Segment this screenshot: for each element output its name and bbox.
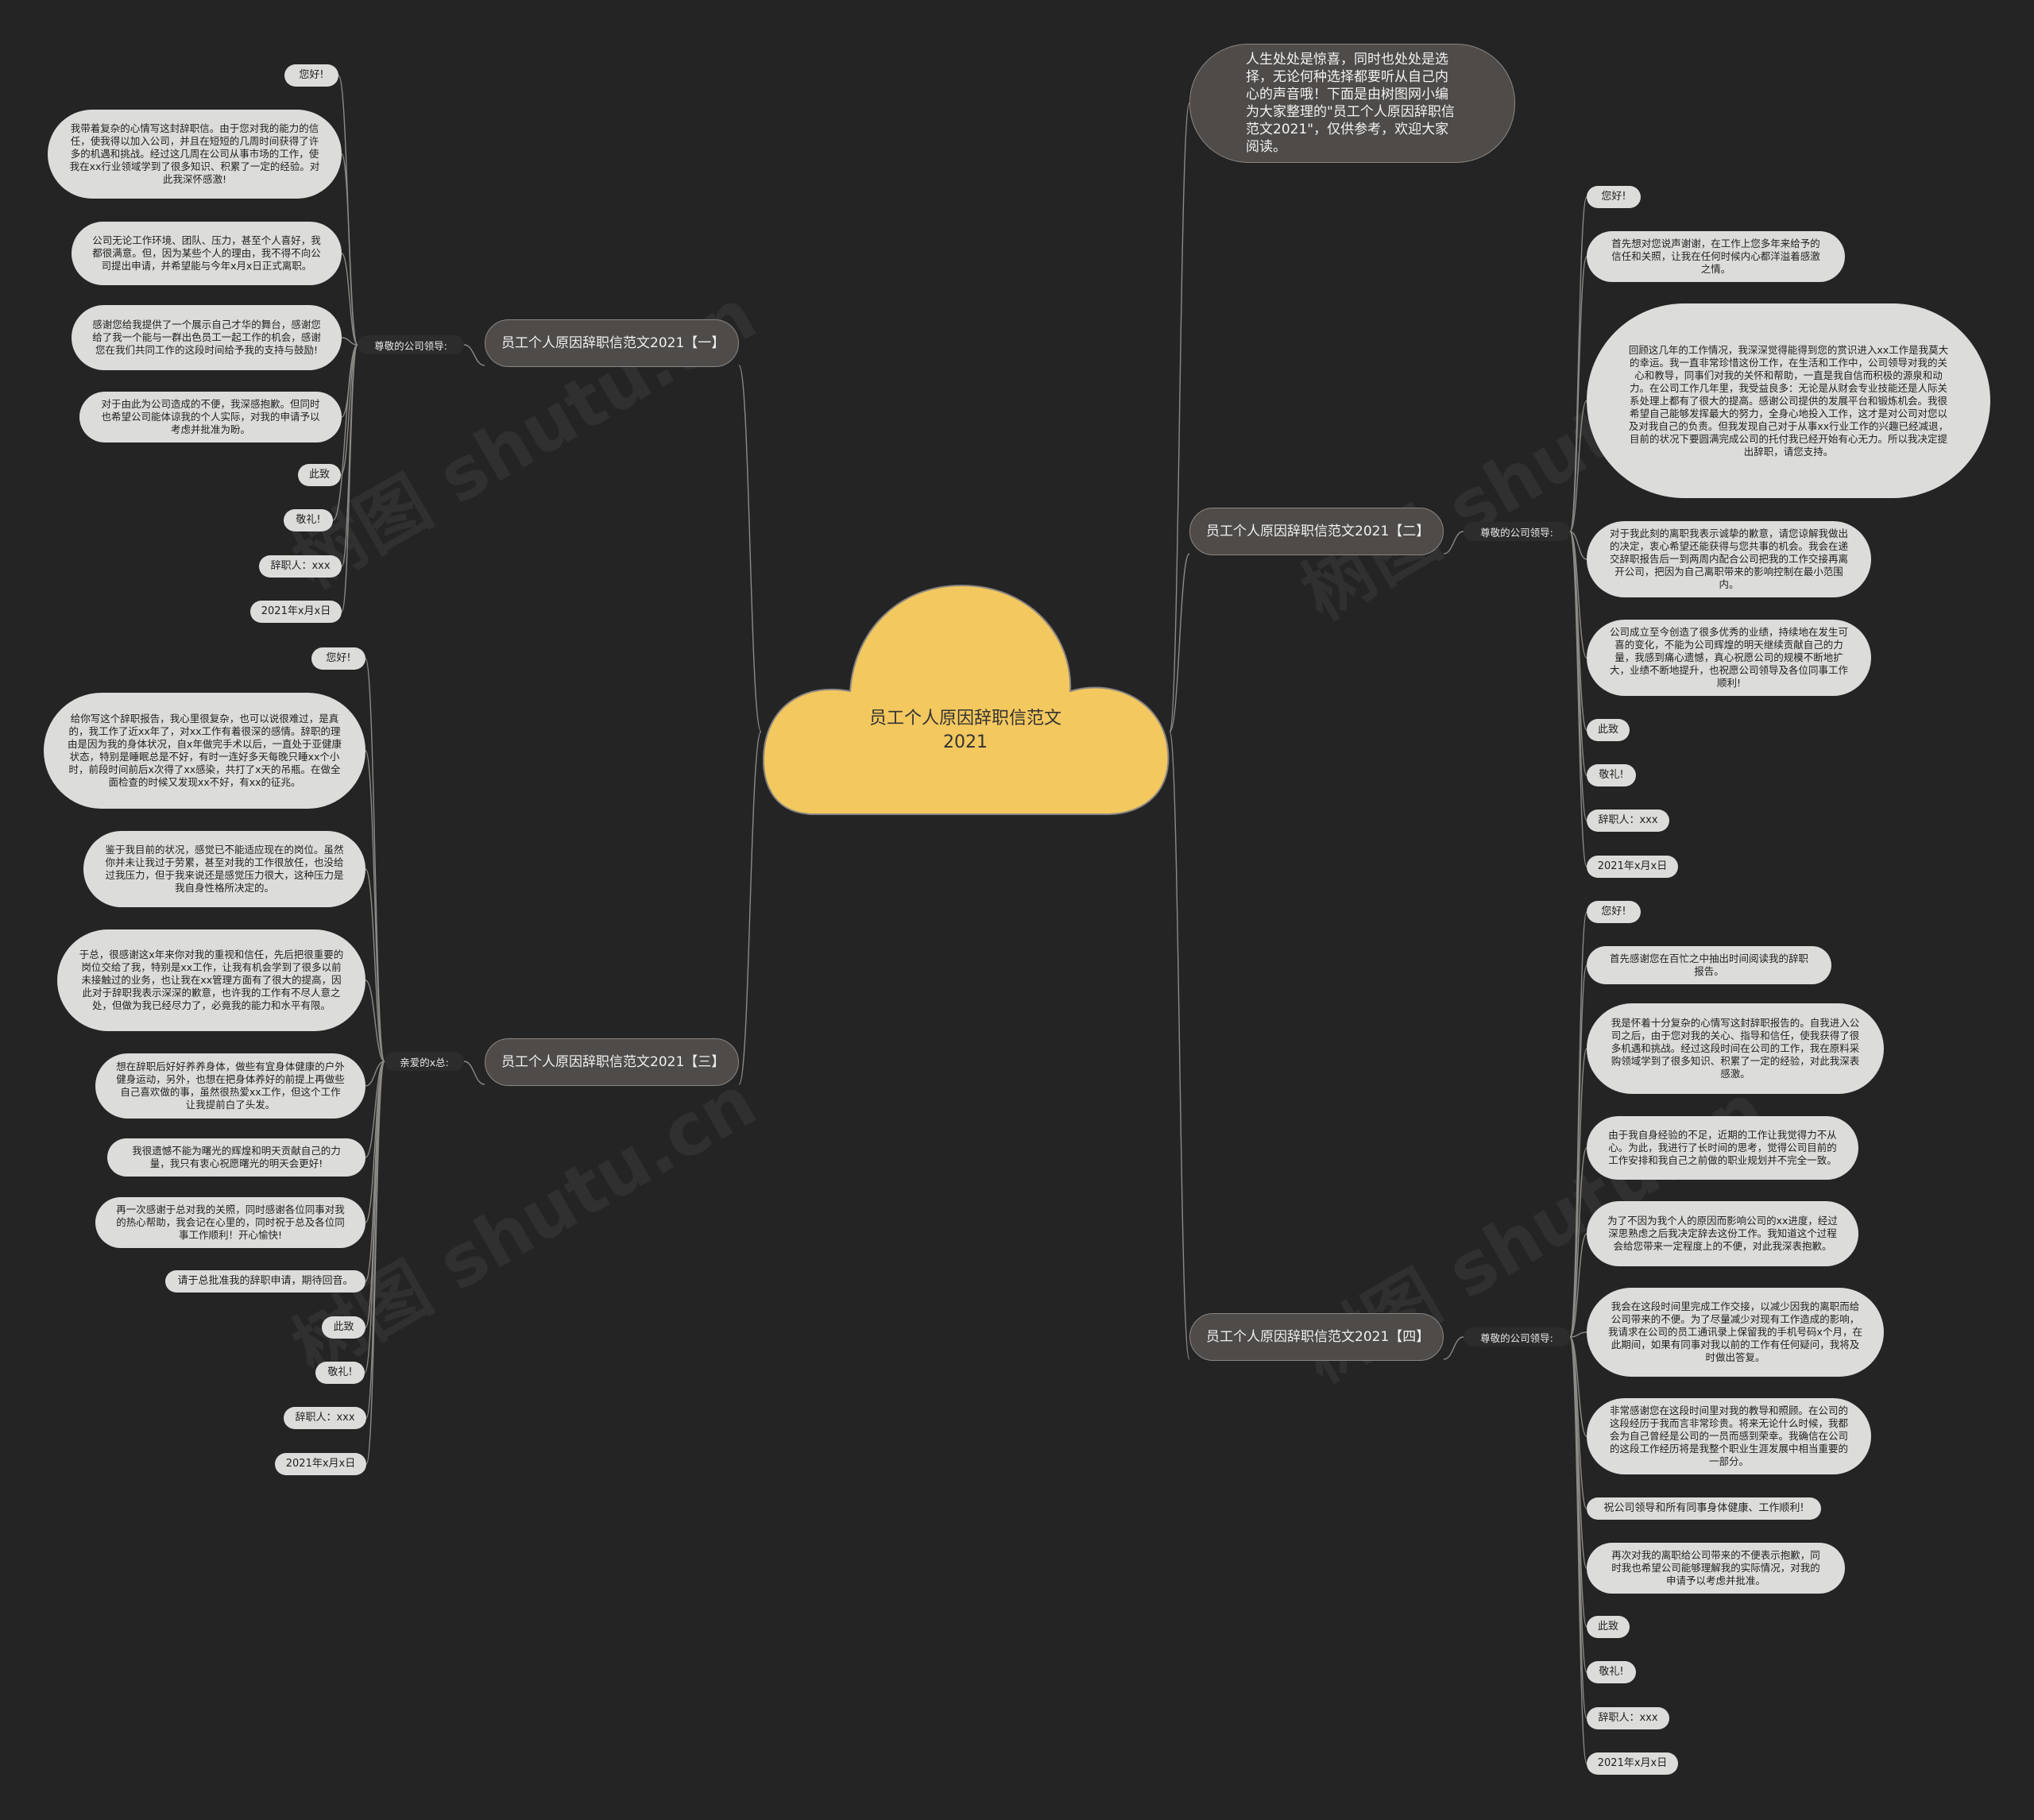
b1-item-8[interactable]: 2021年x月x日 [250,601,342,623]
connector-line [365,1061,385,1158]
connector-line [340,344,358,476]
b4-item-4[interactable]: 为了不因为我个人的原因而影响公司的xx进度，经过深思熟虑之后我决定辞去这份工作。… [1587,1201,1858,1266]
connector-line [365,980,385,1062]
branch-3-title[interactable]: 员工个人原因辞职信范文2021【三】 [485,1038,739,1086]
connector-line [1569,1336,1587,1628]
b3-item-9[interactable]: 敬礼! [315,1362,365,1384]
b4-item-11[interactable]: 辞职人：xxx [1587,1707,1669,1729]
b4-item-10[interactable]: 敬礼! [1587,1661,1636,1683]
b3-item-1[interactable]: 给你写这个辞职报告，我心里很复杂，也可以说很难过，是真的，我工作了近xx年了，对… [44,693,365,809]
connector-line [1569,1336,1587,1719]
b2-item-1[interactable]: 首先想对您说声谢谢，在工作上您多年来给予的信任和关照，让我在任何时候内心都洋溢着… [1587,231,1845,282]
intro-node[interactable]: 人生处处是惊喜，同时也处处是选择，无论何种选择都要听从自己内心的声音哦！下面是由… [1189,44,1515,163]
connector-line [1569,531,1587,867]
connector-line [365,1061,385,1087]
connector-line [365,1061,385,1223]
b2-item-3[interactable]: 对于我此刻的离职我表示诚挚的歉意，请您谅解我做出的决定，衷心希望还能获得与您共事… [1587,521,1871,597]
b3-item-5[interactable]: 我很遗憾不能为曙光的辉煌和明天贡献自己的力量，我只有衷心祝愿曙光的明天会更好! [107,1138,365,1177]
connector-line [738,365,762,732]
b3-item-7[interactable]: 请于总批准我的辞职申请，期待回音。 [165,1270,365,1293]
connector-line [341,253,358,346]
connector-line [365,868,385,1062]
b3-item-10[interactable]: 辞职人：xxx [284,1407,366,1429]
b1-item-7[interactable]: 辞职人：xxx [259,555,342,578]
b4-item-6[interactable]: 非常感谢您在这段时间里对我的教导和照顾。在公司的这段经历于我而言非常珍贵。将来无… [1587,1398,1871,1474]
connector-line [1569,1336,1587,1509]
connector-line [341,153,358,346]
connector-line [1569,1336,1587,1673]
b2-item-4[interactable]: 公司成立至今创造了很多优秀的业绩，持续地在发生可喜的变化，不能为公司辉煌的明天继… [1587,620,1871,696]
connector-line [1569,1336,1587,1764]
connector-line [738,731,762,1085]
connector-line [1569,1331,1587,1338]
connector-line [1443,1336,1464,1360]
connector-line [1569,911,1587,1338]
connector-line [338,75,358,346]
connector-line [1169,731,1190,1360]
connector-line [1569,531,1587,731]
connector-line [1569,531,1587,821]
branch-4-title[interactable]: 员工个人原因辞职信范文2021【四】 [1189,1313,1444,1361]
connector-line [1569,531,1587,776]
branch-2-salutation[interactable]: 尊敬的公司领导: [1464,522,1570,541]
b4-item-9[interactable]: 此致 [1587,1616,1630,1638]
b1-item-5[interactable]: 此致 [298,464,341,486]
b2-item-0[interactable]: 您好! [1587,186,1641,208]
b3-item-11[interactable]: 2021年x月x日 [275,1453,366,1475]
b2-item-6[interactable]: 敬礼! [1587,764,1636,786]
branch-2-title[interactable]: 员工个人原因辞职信范文2021【二】 [1189,508,1444,555]
b4-item-3[interactable]: 由于我自身经验的不足，近期的工作让我觉得力不从心。为此，我进行了长时间的思考，觉… [1587,1116,1858,1180]
b1-item-6[interactable]: 敬礼! [284,509,333,531]
connector-line [341,344,358,418]
connector-line [463,344,485,366]
connector-line [1569,531,1587,560]
b4-item-12[interactable]: 2021年x月x日 [1587,1752,1678,1775]
connector-line [365,750,385,1062]
connector-line [1569,531,1587,659]
branch-3-salutation[interactable]: 亲爱的x总: [385,1052,464,1071]
b3-item-2[interactable]: 鉴于我目前的状况，感觉已不能适应现在的岗位。虽然你并未让我过于劳累，甚至对我的工… [83,831,365,907]
branch-4-salutation[interactable]: 尊敬的公司领导: [1464,1327,1570,1347]
central-topic-title: 员工个人原因辞职信范文2021 [868,709,1061,752]
connector-line [463,1061,485,1085]
b4-item-5[interactable]: 我会在这段时间里完成工作交接，以减少因我的离职而给公司带来的不便。为了尽量减少对… [1587,1288,1884,1377]
b4-item-0[interactable]: 您好! [1587,901,1641,923]
connector-line [1569,1336,1587,1569]
b1-item-0[interactable]: 您好! [284,64,338,87]
b3-item-3[interactable]: 于总，很感谢这x年来你对我的重视和信任，先后把很重要的岗位交给了我，特别是xx工… [57,929,365,1031]
b3-item-4[interactable]: 想在辞职后好好养养身体，做些有宜身体健康的户外健身运动，另外，也想在把身体养好的… [95,1053,365,1119]
b2-item-7[interactable]: 辞职人：xxx [1587,810,1669,832]
b3-item-0[interactable]: 您好! [311,647,365,670]
b4-item-1[interactable]: 首先感谢您在百忙之中抽出时间阅读我的辞职报告。 [1587,946,1831,984]
branch-1-title[interactable]: 员工个人原因辞职信范文2021【一】 [485,319,739,367]
connector-line [1169,553,1190,732]
b1-item-2[interactable]: 公司无论工作环境、团队、压力，甚至个人喜好，我都很满意。但，因为某些个人的理由，… [72,222,342,285]
b2-item-8[interactable]: 2021年x月x日 [1587,856,1678,878]
b1-item-4[interactable]: 对于由此为公司造成的不便，我深感抱歉。但同时也希望公司能体谅我的个人实际，对我的… [79,392,342,442]
b2-item-2[interactable]: 回顾这几年的工作情况，我深深觉得能得到您的赏识进入xx工作是我莫大的幸运。我一直… [1587,303,1990,498]
b1-item-1[interactable]: 我带着复杂的心情写这封辞职信。由于您对我的能力的信任，使我得以加入公司，并且在短… [48,110,342,199]
branch-1-salutation[interactable]: 尊敬的公司领导: [358,335,464,354]
connector-line [365,658,385,1062]
b2-item-5[interactable]: 此致 [1587,719,1630,741]
b4-item-7[interactable]: 祝公司领导和所有同事身体健康、工作顺利! [1587,1497,1821,1520]
b4-item-2[interactable]: 我是怀着十分复杂的心情写这封辞职报告的。自我进入公司之后，由于您对我的关心、指导… [1587,1003,1884,1094]
b3-item-8[interactable]: 此致 [322,1316,365,1339]
watermark: 树图 shutu.cn [279,272,770,605]
connector-line [1569,1336,1587,1437]
b1-item-3[interactable]: 感谢您给我提供了一个展示自己才华的舞台，感谢您给了我一个能与一群出色员工一起工作… [72,305,342,370]
b4-item-8[interactable]: 再次对我的离职给公司带来的不便表示抱歉，同时我也希望公司能够理解我的实际情况，对… [1587,1543,1845,1594]
central-topic-cloud[interactable] [759,584,1172,822]
b3-item-6[interactable]: 再一次感谢于总对我的关照，同时感谢各位同事对我的热心帮助，我会记在心里的，同时祝… [95,1197,365,1248]
connector-line [1169,102,1190,732]
connector-line [341,337,358,346]
